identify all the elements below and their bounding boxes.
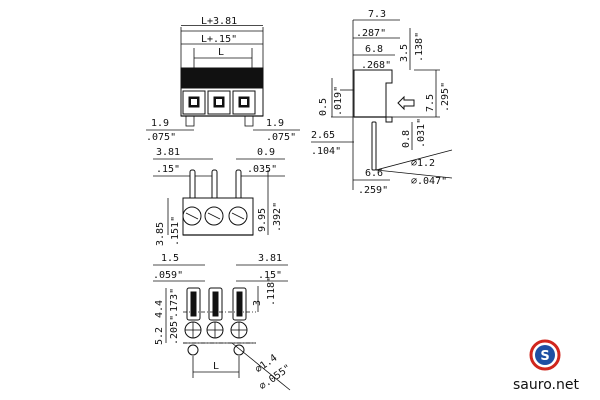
- depth-in: .287": [356, 28, 386, 39]
- front-pin-mm: 0.9: [257, 147, 275, 158]
- offset-mm: 0.5: [318, 98, 329, 116]
- row-a-in: .173": [169, 288, 180, 318]
- width-mm-label: L+3.81: [201, 16, 237, 27]
- front-pitch-in: .15": [156, 164, 180, 175]
- front-base-mm: 3.85: [155, 222, 166, 246]
- front-height-in: .392": [272, 202, 283, 232]
- row-b-mm: 3: [252, 300, 263, 306]
- depth-mm: 7.3: [368, 9, 386, 20]
- front-height-mm: 9.95: [257, 208, 268, 232]
- inner-mm: 6.8: [365, 44, 383, 55]
- brand-logo: S sauro.net: [513, 339, 579, 393]
- pin-dia-in: ⌀.047": [411, 176, 447, 187]
- pin-gap-in: .031": [416, 118, 427, 148]
- pcb-edge-in: .059": [153, 270, 183, 281]
- brand-text: sauro.net: [513, 377, 579, 393]
- top-mm: 3.5: [399, 44, 410, 62]
- front-base-in: .151": [170, 216, 181, 246]
- pitch-label: L: [218, 47, 224, 58]
- row-c-mm: 5.2: [154, 327, 165, 345]
- inner-in: .268": [361, 60, 391, 71]
- top-view: L+3.81 L+.15" L 1.9 .075" 1.9 .075": [146, 16, 300, 143]
- height-in: .295": [440, 82, 451, 112]
- height-mm: 7.5: [425, 94, 436, 112]
- pcb-l-label: L: [213, 361, 219, 372]
- front-pin-in: .035": [247, 164, 277, 175]
- offset-in: .019": [333, 86, 344, 116]
- side-right-in: .075": [266, 132, 296, 143]
- pin-len-mm: 6.6: [365, 168, 383, 179]
- logo-letter: S: [540, 349, 549, 364]
- front-view: 3.81 .15" 0.9 .035" 3.85 .151" 9.95 .392…: [153, 147, 285, 246]
- base-in: .104": [311, 146, 341, 157]
- front-pitch-mm: 3.81: [156, 147, 180, 158]
- logo-badge-icon: [535, 345, 555, 365]
- pcb-pitch-in: .15": [258, 270, 282, 281]
- side-left-mm: 1.9: [151, 118, 169, 129]
- pin-dia-mm: ⌀1.2: [411, 158, 435, 169]
- side-right-mm: 1.9: [266, 118, 284, 129]
- pin-len-in: .259": [358, 185, 388, 196]
- pcb-view: 1.5 .059" 3.81 .15" 4.4 .173" 5.: [153, 253, 293, 392]
- pcb-pitch-mm: 3.81: [258, 253, 282, 264]
- side-view: 7.3 .287" 6.8 .268" 3.5 .138" 7.5 .295" …: [311, 9, 453, 196]
- top-in: .138": [414, 32, 425, 62]
- pin-gap-mm: 0.8: [401, 130, 412, 148]
- side-left-in: .075": [146, 132, 176, 143]
- base-mm: 2.65: [311, 130, 335, 141]
- row-c-in: .205": [169, 315, 180, 345]
- width-in-label: L+.15": [201, 34, 237, 45]
- row-a-mm: 4.4: [154, 300, 165, 318]
- row-b-in: .118": [266, 276, 277, 306]
- pcb-edge-mm: 1.5: [161, 253, 179, 264]
